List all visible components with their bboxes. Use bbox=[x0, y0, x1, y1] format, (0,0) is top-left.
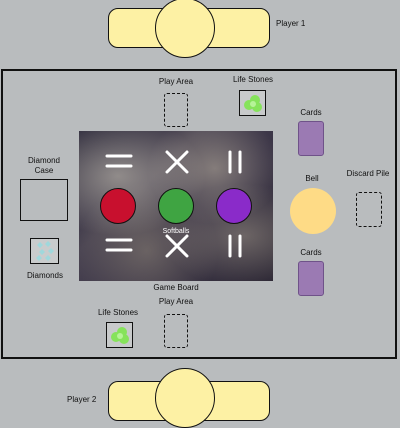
bell-label: Bell bbox=[305, 174, 319, 183]
play-area-top-label: Play Area bbox=[158, 77, 194, 86]
softball-green[interactable] bbox=[158, 188, 194, 224]
diamonds-icon bbox=[36, 241, 54, 261]
bell-button[interactable] bbox=[290, 188, 336, 234]
softballs-label: Softballs bbox=[162, 228, 190, 235]
discard-pile-label: Discard Pile bbox=[346, 169, 390, 178]
cards-top-label: Cards bbox=[300, 108, 322, 117]
play-area-top-slot[interactable] bbox=[164, 93, 188, 127]
life-stones-top-label: Life Stones bbox=[232, 75, 274, 84]
play-area-bottom-slot[interactable] bbox=[164, 314, 188, 348]
player-1-seat bbox=[155, 0, 215, 58]
player-1-label: Player 1 bbox=[276, 19, 306, 28]
life-stones-bottom[interactable] bbox=[106, 322, 133, 348]
board-markings bbox=[105, 150, 242, 258]
softball-purple[interactable] bbox=[216, 188, 252, 224]
cards-bottom-deck[interactable] bbox=[298, 261, 324, 296]
diamond-case-label-line1: Diamond bbox=[27, 156, 61, 165]
diamond-case[interactable] bbox=[20, 179, 68, 221]
diamonds-label: Diamonds bbox=[26, 271, 64, 280]
diamonds-pile[interactable] bbox=[30, 238, 59, 264]
player-2-seat bbox=[155, 368, 215, 428]
player-2-label: Player 2 bbox=[67, 395, 97, 404]
discard-pile-slot[interactable] bbox=[356, 192, 382, 227]
cards-top-deck[interactable] bbox=[298, 121, 324, 156]
life-stones-top[interactable] bbox=[239, 90, 266, 116]
life-stones-icon bbox=[244, 95, 262, 112]
cards-bottom-label: Cards bbox=[300, 248, 322, 257]
softball-red[interactable] bbox=[100, 188, 136, 224]
diamond-case-label-line2: Case bbox=[34, 166, 54, 175]
game-board-label: Game Board bbox=[153, 283, 199, 292]
diamond-case-label: Diamond Case bbox=[28, 156, 60, 176]
game-board[interactable]: Softballs bbox=[79, 131, 273, 281]
play-area-bottom-label: Play Area bbox=[158, 297, 194, 306]
life-stones-icon bbox=[111, 327, 129, 344]
life-stones-bottom-label: Life Stones bbox=[97, 308, 139, 317]
